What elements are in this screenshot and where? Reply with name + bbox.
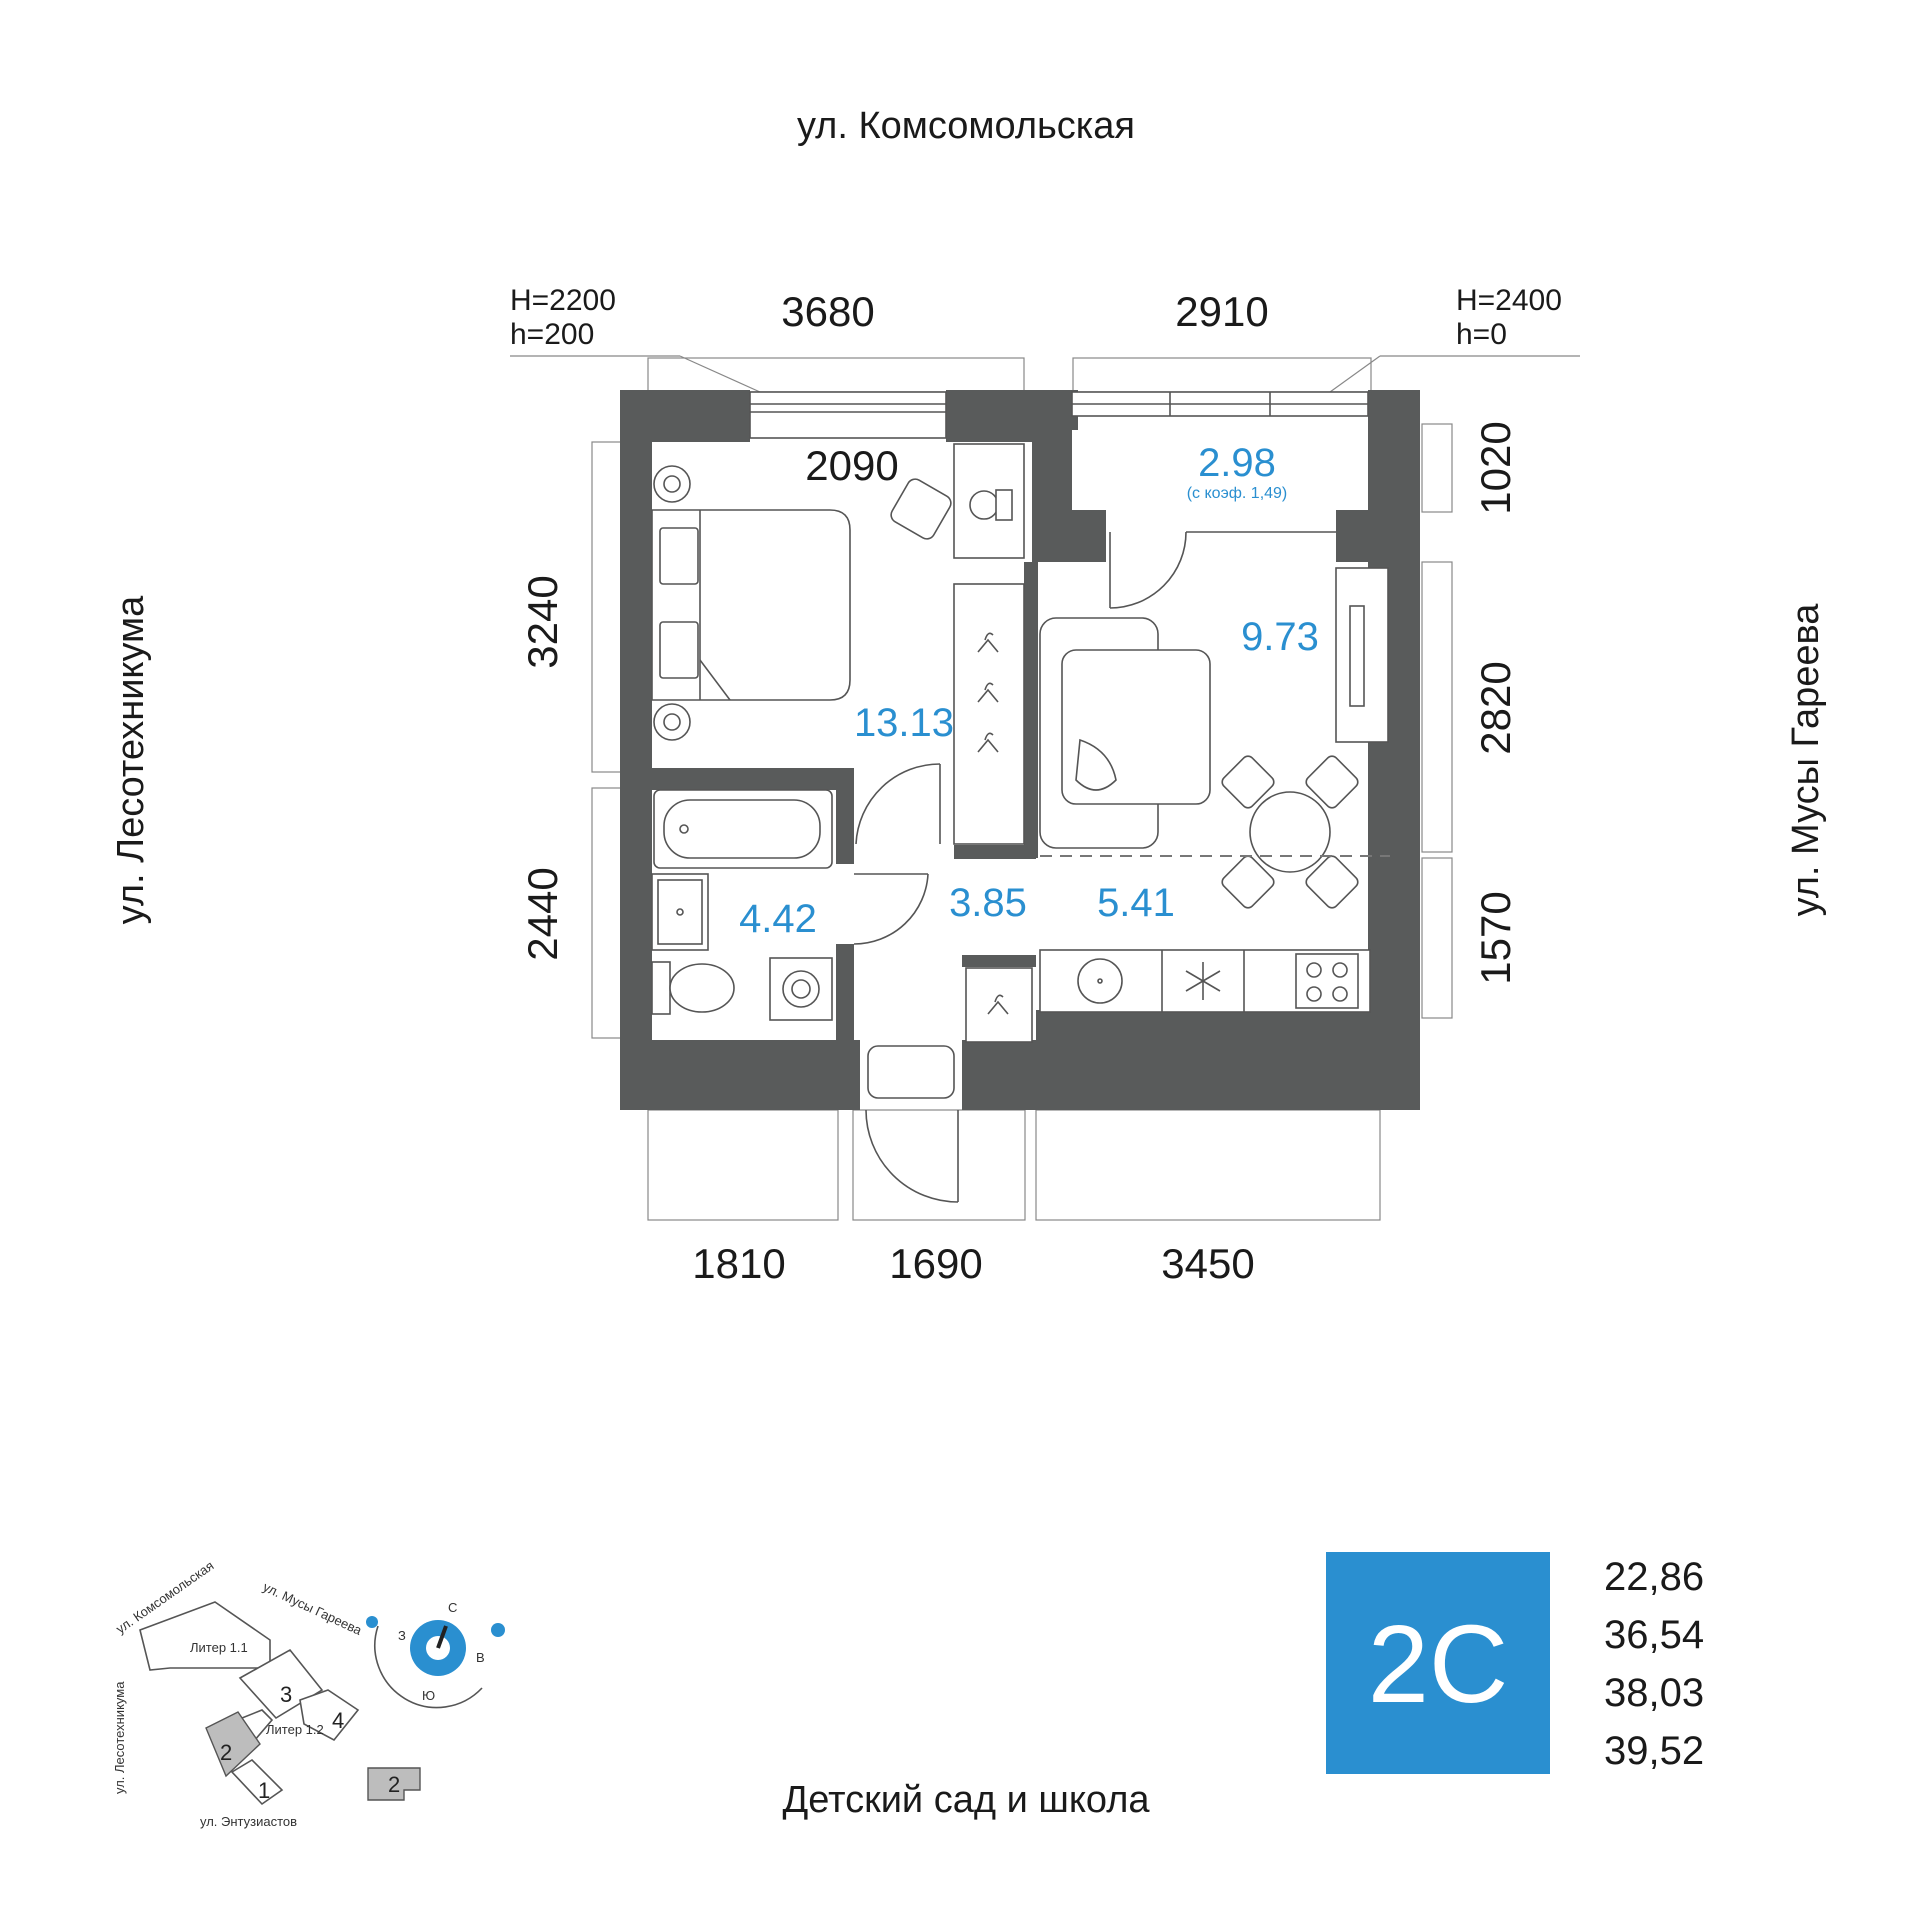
compass-icon: С З В Ю <box>366 1600 505 1709</box>
svg-text:3: 3 <box>280 1682 292 1707</box>
bathroom-area: 4.42 <box>739 897 817 941</box>
svg-text:С: С <box>448 1600 457 1615</box>
svg-text:H=2200: H=2200 <box>510 284 616 317</box>
svg-text:H=2400: H=2400 <box>1456 284 1562 317</box>
balcony-area: 2.98 <box>1198 441 1276 485</box>
area-value-3: 38,03 <box>1604 1671 1704 1715</box>
dim-left-lower: 2440 <box>519 867 566 960</box>
svg-text:1: 1 <box>258 1778 270 1803</box>
svg-text:В: В <box>476 1650 485 1665</box>
desk-chair <box>890 443 1025 559</box>
apartment-type: 2С <box>1368 1603 1509 1726</box>
dim-bottom-1: 1810 <box>692 1240 785 1287</box>
street-top-label: ул. Комсомольская <box>797 105 1135 147</box>
living-area: 9.73 <box>1241 615 1319 659</box>
street-left-label: ул. Лесотехникума <box>110 595 152 924</box>
dim-bottom-3: 3450 <box>1161 1240 1254 1287</box>
hall-area: 3.85 <box>949 881 1027 925</box>
dim-top-right: 2910 <box>1175 288 1268 335</box>
svg-text:ул. Лесотехникума: ул. Лесотехникума <box>112 1681 127 1794</box>
dim-right-3: 1570 <box>1472 891 1519 984</box>
kitchen-counter <box>1039 949 1371 1013</box>
dim-inner: 2090 <box>805 442 898 489</box>
svg-text:2: 2 <box>388 1772 400 1797</box>
dim-left-upper: 3240 <box>519 575 566 668</box>
bedroom-wardrobe <box>953 583 1025 845</box>
site-minimap: ул. Комсомольская ул. Лесотехникума ул. … <box>112 1558 421 1829</box>
balcony-door <box>1109 531 1336 609</box>
snowflake-icon <box>1185 962 1221 1000</box>
washing-machine <box>769 957 833 1021</box>
svg-text:Ю: Ю <box>422 1688 435 1703</box>
sofa <box>1039 617 1211 849</box>
shower-tray <box>651 873 709 951</box>
walls <box>620 390 1420 1110</box>
window-note-right: H=2400 h=0 <box>1329 284 1580 393</box>
kitchen-area: 5.41 <box>1097 881 1175 925</box>
street-right-label: ул. Мусы Гареева <box>1785 603 1827 917</box>
bathroom-door <box>853 873 929 945</box>
window-note-left: H=2200 h=200 <box>510 284 761 393</box>
bedroom-door <box>855 763 941 845</box>
balcony-area-note: (с коэф. 1,49) <box>1187 485 1288 502</box>
apartment-badge <box>1326 1552 1550 1774</box>
dining-table <box>1221 755 1359 909</box>
dim-top-left: 3680 <box>781 288 874 335</box>
svg-text:Литер 1.2: Литер 1.2 <box>266 1722 324 1737</box>
svg-text:ул. Мусы Гареева: ул. Мусы Гареева <box>261 1579 365 1638</box>
svg-text:h=0: h=0 <box>1456 318 1507 351</box>
svg-text:Литер 1.1: Литер 1.1 <box>190 1640 248 1655</box>
svg-text:4: 4 <box>332 1708 344 1733</box>
svg-text:ул. Энтузиастов: ул. Энтузиастов <box>200 1814 297 1829</box>
street-bottom-label: Детский сад и школа <box>782 1779 1150 1821</box>
hall-bench <box>867 1045 955 1099</box>
dim-right-1: 1020 <box>1472 421 1519 514</box>
bed <box>651 465 851 741</box>
svg-text:h=200: h=200 <box>510 318 594 351</box>
bathtub <box>653 789 833 869</box>
entrance-door <box>865 1109 959 1203</box>
toilet <box>651 961 735 1015</box>
bedroom-area: 13.13 <box>854 701 954 745</box>
dim-right-2: 2820 <box>1472 661 1519 754</box>
area-value-2: 36,54 <box>1604 1613 1704 1657</box>
hall-wardrobe <box>965 967 1033 1043</box>
dim-bottom-2: 1690 <box>889 1240 982 1287</box>
svg-text:З: З <box>398 1628 406 1643</box>
area-value-1: 22,86 <box>1604 1555 1704 1599</box>
windows <box>749 391 1369 439</box>
area-value-4: 39,52 <box>1604 1729 1704 1773</box>
tv-console <box>1335 567 1389 743</box>
svg-text:2: 2 <box>220 1740 232 1765</box>
